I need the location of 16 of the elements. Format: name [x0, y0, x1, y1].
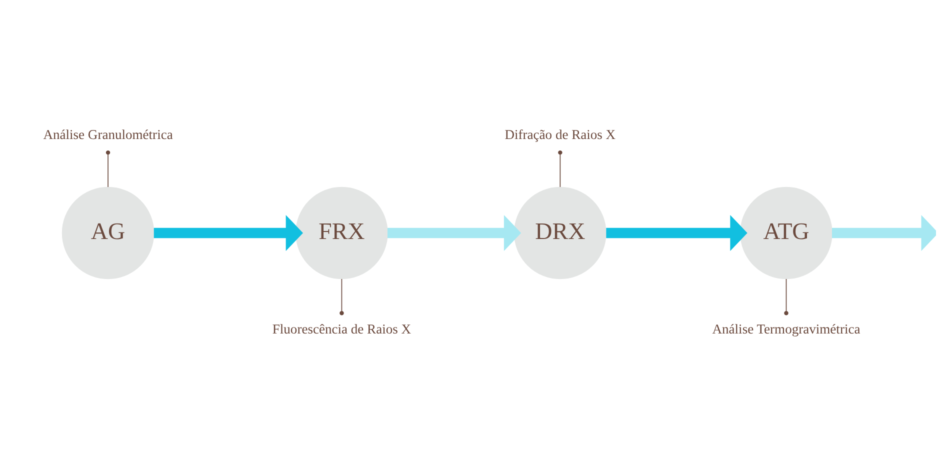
arrow [832, 214, 936, 251]
arrow [606, 214, 748, 251]
node-circle: FRX [296, 186, 388, 279]
node-text: Fluorescência de Raios X [272, 321, 412, 336]
arrow [154, 214, 303, 251]
arrow [387, 214, 522, 251]
connector [106, 150, 110, 187]
connector [558, 150, 562, 187]
node-text: Análise Termogravimétrica [712, 321, 860, 336]
node-text: Análise Granulométrica [43, 126, 173, 142]
connector [340, 278, 344, 315]
node-circle: DRX [514, 186, 606, 279]
connector [784, 278, 788, 315]
node-circle: ATG [740, 186, 832, 279]
node-circle: AG [62, 186, 154, 279]
node-text: Difração de Raios X [504, 126, 616, 142]
